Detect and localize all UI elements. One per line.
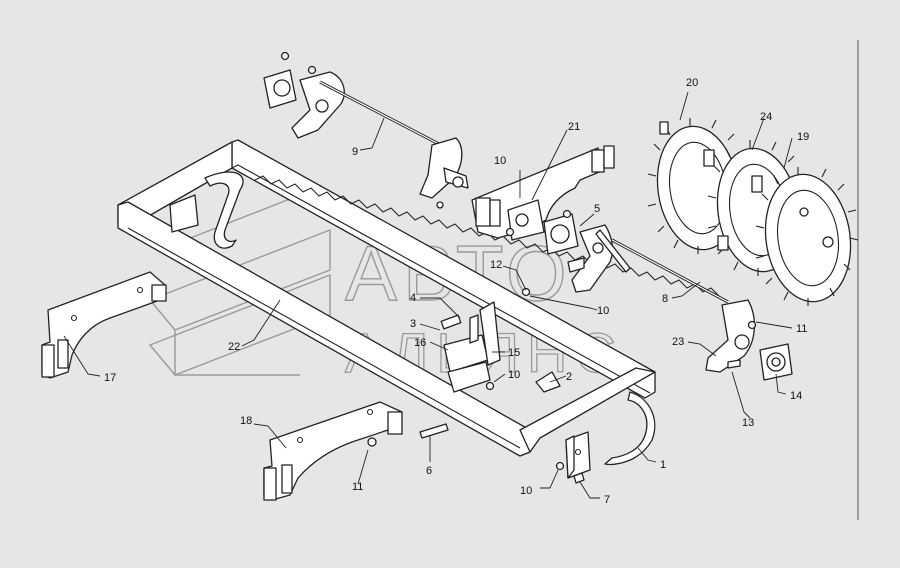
rear-bracket-7	[555, 431, 591, 484]
callout-11a: 11	[796, 323, 807, 335]
callout-3: 3	[410, 318, 416, 330]
cage-roller-22	[755, 167, 859, 306]
callout-10b: 10	[597, 305, 609, 317]
side-plate-17	[41, 271, 167, 379]
side-plate-18	[263, 401, 449, 501]
callout-13: 13	[742, 417, 754, 429]
callout-19: 21	[568, 121, 580, 133]
leader-lines	[63, 91, 793, 499]
callout-21: 20	[686, 77, 698, 89]
callout-20: 22	[228, 341, 240, 353]
callout-11b: 11	[352, 481, 363, 493]
callout-14: 14	[790, 390, 802, 402]
callout-15: 15	[508, 347, 520, 359]
callout-1: 1	[660, 459, 666, 471]
center-bracket-assembly	[440, 301, 561, 393]
callout-2: 2	[566, 371, 572, 383]
bearing-bracket-19	[471, 145, 729, 304]
callout-10a: 10	[494, 155, 506, 167]
callout-12: 12	[490, 259, 502, 271]
callout-5: 5	[594, 203, 600, 215]
callout-labels: 9 10 21 5 12 10 4 3 16 15 10 2 22 17 18 …	[104, 77, 809, 506]
callout-9: 9	[352, 146, 358, 158]
callout-23: 23	[672, 336, 684, 348]
callout-4: 4	[410, 292, 416, 304]
spring-tine-left	[204, 171, 244, 249]
callout-8: 8	[662, 293, 668, 305]
callout-6: 6	[426, 465, 432, 477]
callout-10c: 10	[508, 369, 520, 381]
callout-22: 19	[797, 131, 809, 143]
callout-24: 24	[760, 111, 772, 123]
callout-16: 16	[414, 337, 426, 349]
spring-tine-right	[604, 391, 656, 466]
main-frame	[117, 139, 720, 457]
upper-shaft-assembly	[263, 51, 469, 209]
callout-7: 7	[604, 494, 610, 506]
callout-18: 18	[240, 415, 252, 427]
callout-17: 17	[104, 372, 116, 384]
callout-10d: 10	[520, 485, 532, 497]
right-shaft-bracket	[705, 299, 793, 381]
